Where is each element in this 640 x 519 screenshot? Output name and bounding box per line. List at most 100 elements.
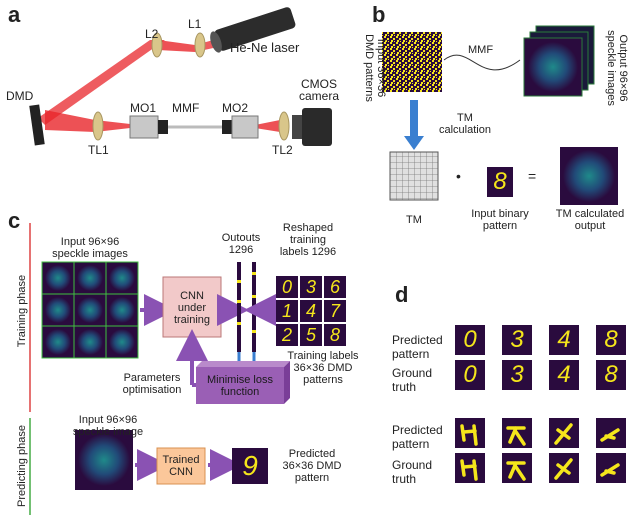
camera-cmos (292, 115, 302, 139)
label-mo1: MO1 (130, 101, 157, 115)
minimise-loss-box (196, 367, 284, 404)
result-truth-tile (549, 360, 579, 390)
result-predicted-tile (596, 325, 626, 355)
training-label-digit: 2 (281, 325, 292, 345)
digit-8-b: 8 (493, 168, 507, 195)
speckle-spot (109, 265, 135, 291)
speckle-spot (77, 265, 103, 291)
panel-label-c: c (8, 208, 21, 233)
objective-mo1 (129, 115, 159, 139)
speckle-spot (109, 297, 135, 323)
result-handwritten-glyph (460, 424, 478, 446)
panel-label-a: a (8, 2, 21, 27)
tm-diagram (382, 25, 618, 205)
lens-l1 (194, 32, 206, 58)
training-label-digit: 7 (329, 301, 340, 321)
beam-tl1-mo1 (95, 120, 130, 132)
speckle-spot (45, 297, 71, 323)
result-digit: 0 (463, 361, 477, 388)
result-truth-tile (596, 360, 626, 390)
speckle-spot (77, 329, 103, 355)
predicted-9-tile (232, 448, 268, 484)
input-binary-8 (487, 167, 513, 197)
speckle-spot (45, 329, 71, 355)
dmd-pattern-stack (382, 32, 442, 92)
result-truth-tile (502, 360, 532, 390)
training-label-tile (324, 324, 346, 346)
result-handwritten-glyph (506, 461, 526, 481)
trained-cnn-box (156, 447, 206, 485)
label-tl2: TL2 (272, 143, 293, 157)
training-label-tile (276, 324, 298, 346)
panel-label-d: d (395, 282, 409, 307)
dmd-device (29, 104, 45, 146)
training-label-digit: 1 (281, 301, 292, 321)
training-label-tile (276, 300, 298, 322)
result-digit: 4 (557, 361, 571, 388)
speckle-spot (45, 265, 71, 291)
result-handwritten-glyph (554, 423, 573, 445)
tm-grid (389, 151, 439, 201)
label-training-phase: Training phase (16, 274, 28, 348)
label-mo2: MO2 (222, 101, 249, 115)
result-handwritten-glyph (506, 426, 526, 446)
label-predicting-phase: Predicting phase (16, 425, 28, 507)
training-label-tile (300, 276, 322, 298)
training-label-tile (276, 276, 298, 298)
laser-body (210, 7, 296, 53)
setup-diagram (29, 7, 332, 146)
result-predicted-tile (455, 325, 485, 355)
training-label-tile (324, 276, 346, 298)
training-label-digit: 0 (281, 277, 292, 297)
training-label-digit: 5 (305, 325, 316, 345)
lens-tl2 (278, 111, 290, 141)
result-digit: 8 (604, 326, 618, 353)
lens-tl1 (92, 111, 104, 141)
result-digit: 3 (510, 361, 524, 388)
beam-dmd-tl1 (45, 110, 95, 132)
result-truth-tile (455, 360, 485, 390)
result-digit: 4 (557, 326, 571, 353)
result-digit: 3 (510, 326, 524, 353)
beam-mo2-tl2 (255, 120, 280, 132)
label-dmd: DMD (6, 89, 34, 103)
result-predicted-tile (549, 325, 579, 355)
training-label-tile (300, 324, 322, 346)
label-l2: L2 (145, 27, 159, 41)
speckle-spot (109, 329, 135, 355)
label-tm: TM (406, 214, 422, 226)
label-dot: • (456, 168, 461, 184)
cnn-diagram (29, 223, 346, 515)
label-laser: He-Ne laser (230, 40, 300, 55)
result-handwritten-glyph (554, 458, 573, 480)
mmf-link (443, 54, 521, 71)
result-digit: 8 (604, 361, 618, 388)
label-l1: L1 (188, 17, 202, 31)
result-handwritten-glyph (600, 428, 620, 442)
label-vector (252, 262, 256, 352)
digit-predicted-9: 9 (242, 450, 258, 481)
training-label-tile (324, 300, 346, 322)
beam-l1-l2 (158, 40, 195, 52)
training-label-tile (300, 300, 322, 322)
beam-l2-dmd (38, 40, 165, 125)
objective-mo2 (222, 120, 232, 134)
training-label-digit: 3 (305, 277, 316, 297)
